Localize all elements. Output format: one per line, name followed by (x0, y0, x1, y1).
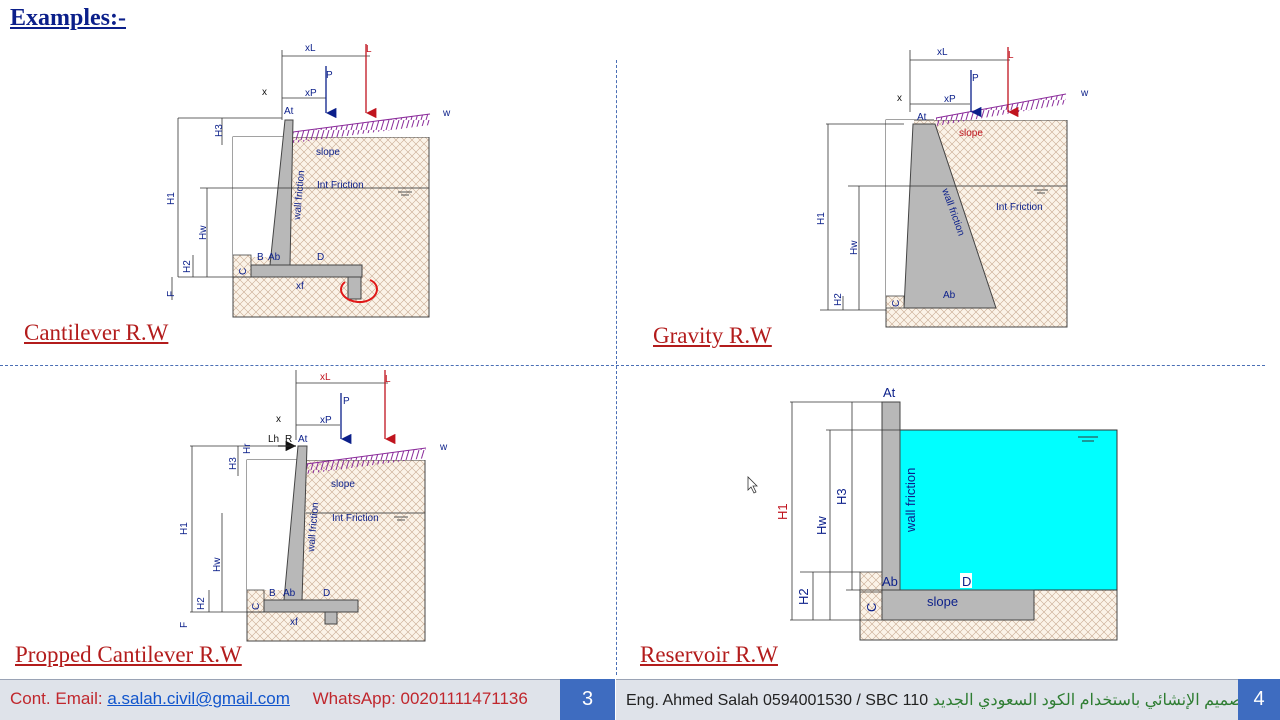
svg-text:xL: xL (937, 47, 948, 58)
svg-text:H2: H2 (196, 597, 207, 610)
svg-text:At: At (298, 434, 308, 445)
svg-text:Hr: Hr (242, 443, 253, 454)
svg-text:Hw: Hw (849, 240, 860, 255)
svg-text:Hw: Hw (198, 225, 209, 240)
svg-text:At: At (284, 106, 294, 117)
caption-reservoir: Reservoir R.W (640, 642, 778, 667)
page-number-right: 4 (1238, 679, 1280, 720)
svg-text:H1: H1 (775, 503, 790, 520)
svg-text:wall friction: wall friction (903, 468, 918, 533)
svg-text:R: R (285, 434, 292, 445)
red-circle-annotation (340, 279, 378, 304)
svg-text:L: L (366, 44, 372, 55)
svg-text:xP: xP (305, 88, 317, 99)
svg-text:Ab: Ab (943, 290, 956, 301)
svg-text:P: P (972, 73, 979, 84)
svg-text:xf: xf (296, 281, 304, 292)
author-text: Eng. Ahmed Salah 0594001530 / SBC 110 (626, 692, 933, 709)
svg-text:P: P (326, 70, 333, 81)
svg-text:x: x (897, 93, 902, 104)
svg-text:wall friction: wall friction (292, 170, 307, 221)
svg-text:xL: xL (320, 372, 331, 383)
propped-base (263, 599, 359, 613)
svg-text:C: C (864, 603, 879, 612)
svg-text:H3: H3 (834, 488, 849, 505)
svg-text:slope: slope (331, 479, 355, 490)
caption-gravity: Gravity R.W (653, 323, 772, 348)
svg-text:H1: H1 (166, 192, 177, 205)
email-link[interactable]: a.salah.civil@gmail.com (107, 689, 290, 708)
svg-text:H1: H1 (179, 522, 190, 535)
svg-text:Hw: Hw (212, 557, 223, 572)
caption-cantilever: Cantilever R.W (24, 320, 169, 345)
svg-text:P: P (343, 396, 350, 407)
mouse-cursor-icon (747, 476, 758, 494)
svg-text:H2: H2 (796, 588, 811, 605)
contact-prefix: Cont. Email: (10, 689, 108, 708)
svg-text:xf: xf (290, 617, 298, 628)
svg-text:F: F (179, 622, 190, 628)
svg-text:D: D (323, 588, 330, 599)
svg-text:Ab: Ab (268, 252, 281, 263)
page-heading: Examples:- (10, 5, 126, 31)
caption-propped: Propped Cantilever R.W (15, 642, 242, 667)
svg-text:At: At (917, 112, 927, 123)
whatsapp-text: WhatsApp: 00201111471136 (312, 689, 528, 708)
svg-text:H1: H1 (816, 212, 827, 225)
svg-text:B: B (257, 252, 264, 263)
footer-contact: Cont. Email: a.salah.civil@gmail.com Wha… (0, 679, 560, 720)
svg-text:x: x (276, 414, 281, 425)
svg-text:L: L (385, 374, 391, 385)
footer-author: Eng. Ahmed Salah 0594001530 / SBC 110 ال… (616, 679, 1257, 720)
svg-text:Int Friction: Int Friction (317, 180, 364, 191)
svg-text:Ab: Ab (283, 588, 296, 599)
svg-text:C: C (251, 603, 262, 610)
svg-text:xL: xL (305, 43, 316, 54)
svg-text:w: w (442, 108, 451, 119)
reservoir-base (881, 589, 1035, 621)
svg-text:D: D (317, 252, 324, 263)
svg-text:Lh: Lh (268, 434, 279, 445)
svg-text:C: C (238, 268, 249, 275)
svg-text:At: At (883, 385, 896, 400)
arabic-title: التصميم الإنشائي باستخدام الكود السعودي … (932, 692, 1257, 709)
svg-text:H2: H2 (833, 293, 844, 306)
svg-text:w: w (1080, 88, 1089, 99)
svg-text:B: B (269, 588, 276, 599)
water-body (899, 429, 1118, 591)
svg-text:L: L (1008, 50, 1014, 61)
svg-text:xP: xP (944, 94, 956, 105)
cantilever-base (250, 264, 363, 278)
svg-text:F: F (166, 291, 177, 297)
page-number-left: 3 (560, 679, 615, 720)
svg-text:x: x (262, 87, 267, 98)
vertical-divider (616, 60, 617, 675)
svg-text:w: w (439, 442, 448, 453)
svg-text:xP: xP (320, 415, 332, 426)
svg-text:Hw: Hw (814, 516, 829, 535)
svg-text:slope: slope (927, 594, 958, 609)
svg-text:C: C (891, 300, 902, 307)
svg-text:H3: H3 (214, 124, 225, 137)
horizontal-divider (0, 365, 1265, 366)
gravity-wall (903, 123, 997, 309)
svg-text:Ab: Ab (882, 574, 898, 589)
cantilever-key (347, 276, 362, 300)
svg-text:slope: slope (316, 147, 340, 158)
svg-text:Int Friction: Int Friction (996, 202, 1043, 213)
svg-text:H2: H2 (182, 260, 193, 273)
svg-text:wall friction: wall friction (306, 502, 321, 553)
svg-text:Int Friction: Int Friction (332, 513, 379, 524)
svg-text:D: D (962, 574, 971, 589)
svg-text:H3: H3 (228, 457, 239, 470)
svg-text:slope: slope (959, 128, 983, 139)
